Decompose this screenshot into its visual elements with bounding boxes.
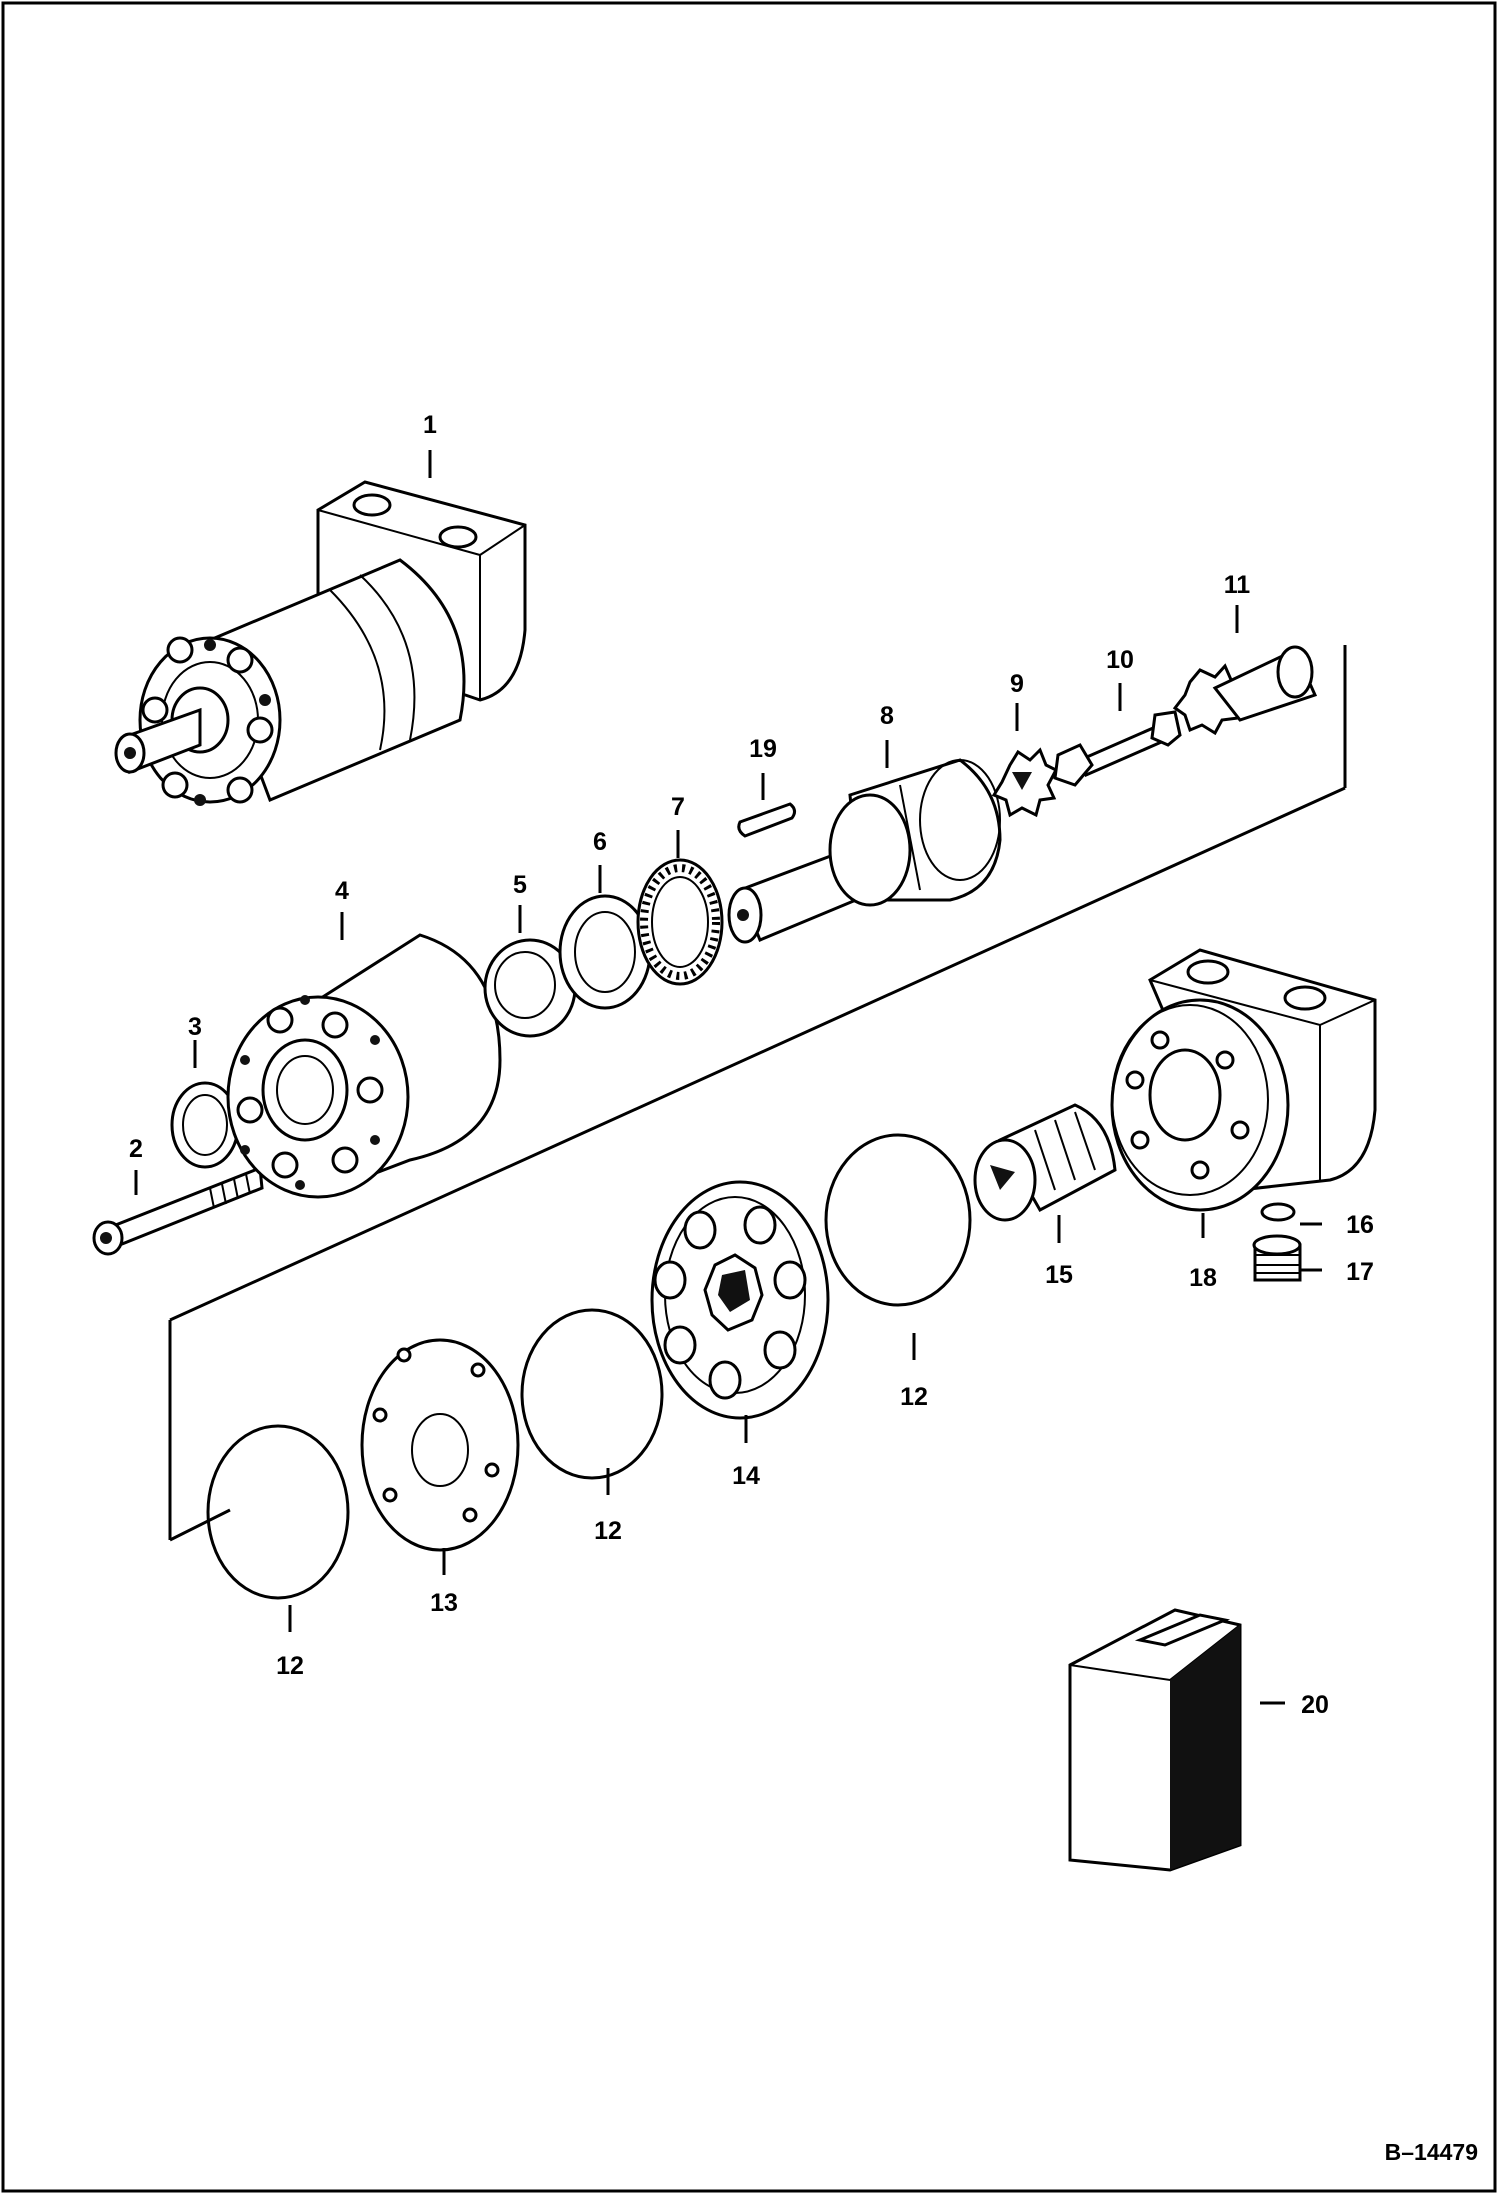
plug-part-17 — [1252, 1234, 1302, 1282]
callout-11: 11 — [1224, 571, 1251, 599]
callout-3: 3 — [188, 1013, 202, 1041]
housing-part-4 — [226, 933, 502, 1199]
gerotor-set-part-14 — [650, 1180, 830, 1420]
valve-part-15 — [973, 1103, 1117, 1222]
splined-drive-part-11 — [1172, 645, 1318, 736]
o-ring-part-12-right — [824, 1133, 972, 1307]
callout-17: 17 — [1346, 1258, 1374, 1286]
figure-reference: B–14479 — [1385, 2139, 1478, 2165]
callout-14: 14 — [732, 1462, 760, 1490]
assembly-outline — [168, 645, 1347, 1542]
motor-assembly-part-1 — [114, 480, 527, 806]
plate-part-13 — [360, 1338, 520, 1552]
callout-8: 8 — [880, 702, 894, 730]
key-part-19 — [737, 802, 797, 838]
o-ring-part-12-middle — [520, 1308, 664, 1480]
callout-12-middle: 12 — [594, 1517, 622, 1545]
callout-6: 6 — [593, 828, 607, 856]
callout-1: 1 — [423, 411, 437, 439]
drive-link-part-10 — [1053, 710, 1182, 787]
leader-lines — [134, 450, 1322, 1705]
end-cover-part-18 — [1110, 948, 1377, 1212]
callout-4: 4 — [335, 877, 349, 905]
callout-labels: 1 2 3 4 5 6 7 8 9 10 11 12 12 12 13 14 1… — [129, 411, 1374, 1719]
washer-part-6 — [558, 894, 652, 1010]
thrust-bearing-part-7 — [636, 858, 724, 986]
callout-10: 10 — [1106, 646, 1134, 674]
callout-12-left: 12 — [276, 1652, 304, 1680]
output-shaft-part-8 — [727, 758, 1002, 944]
callout-13: 13 — [430, 1589, 458, 1617]
seal-kit-part-20 — [1068, 1608, 1242, 1872]
callout-16: 16 — [1346, 1211, 1374, 1239]
callout-18: 18 — [1189, 1264, 1217, 1292]
callout-7: 7 — [671, 793, 685, 821]
cap-screw-part-2 — [92, 1165, 264, 1256]
callout-12-right: 12 — [900, 1383, 928, 1411]
seal-part-5 — [483, 938, 577, 1038]
o-ring-part-12-left — [206, 1424, 350, 1600]
callout-5: 5 — [513, 871, 527, 899]
callout-2: 2 — [129, 1135, 143, 1163]
callout-19: 19 — [749, 735, 777, 763]
callout-20: 20 — [1301, 1691, 1329, 1719]
drive-gear-part-9 — [991, 747, 1059, 818]
callout-15: 15 — [1045, 1261, 1073, 1289]
callout-9: 9 — [1010, 670, 1024, 698]
seal-part-3 — [170, 1081, 240, 1169]
o-ring-part-16 — [1260, 1202, 1296, 1222]
